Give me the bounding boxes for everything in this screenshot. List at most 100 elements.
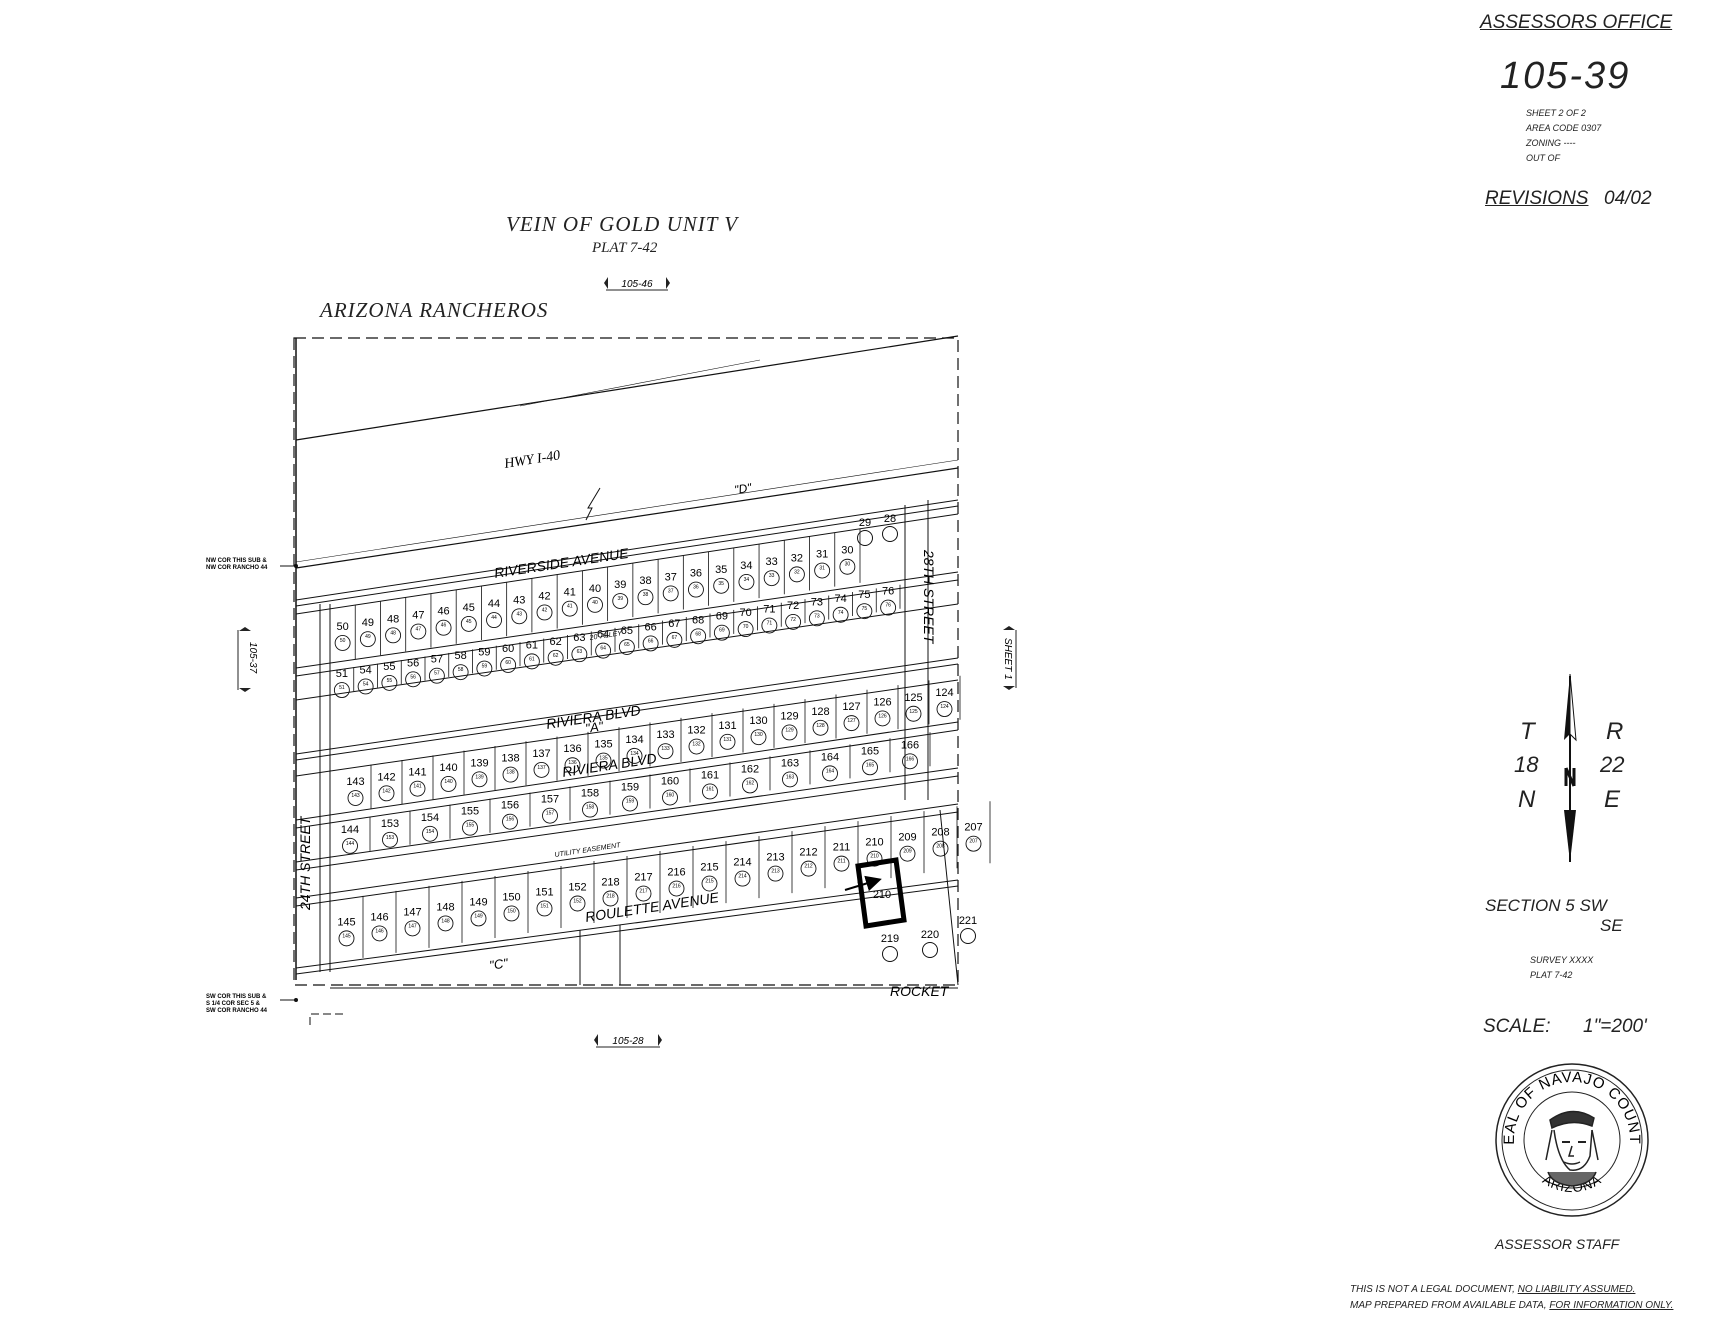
parcel-219[interactable]: 219 bbox=[881, 933, 899, 962]
ref-top[interactable]: 105-46 bbox=[604, 277, 670, 291]
selected-parcel-highlight[interactable] bbox=[855, 857, 907, 929]
parcel-28[interactable]: 28 bbox=[882, 513, 898, 542]
parcel-29[interactable]: 29 bbox=[857, 517, 873, 546]
parcel-221[interactable]: 221 bbox=[959, 915, 977, 944]
parcel-220[interactable]: 220 bbox=[921, 929, 939, 958]
ref-left[interactable]: 105-37 bbox=[237, 627, 258, 692]
ref-right[interactable]: SHEET 1 bbox=[1002, 626, 1017, 690]
ref-bottom[interactable]: 105-28 bbox=[594, 1034, 662, 1048]
